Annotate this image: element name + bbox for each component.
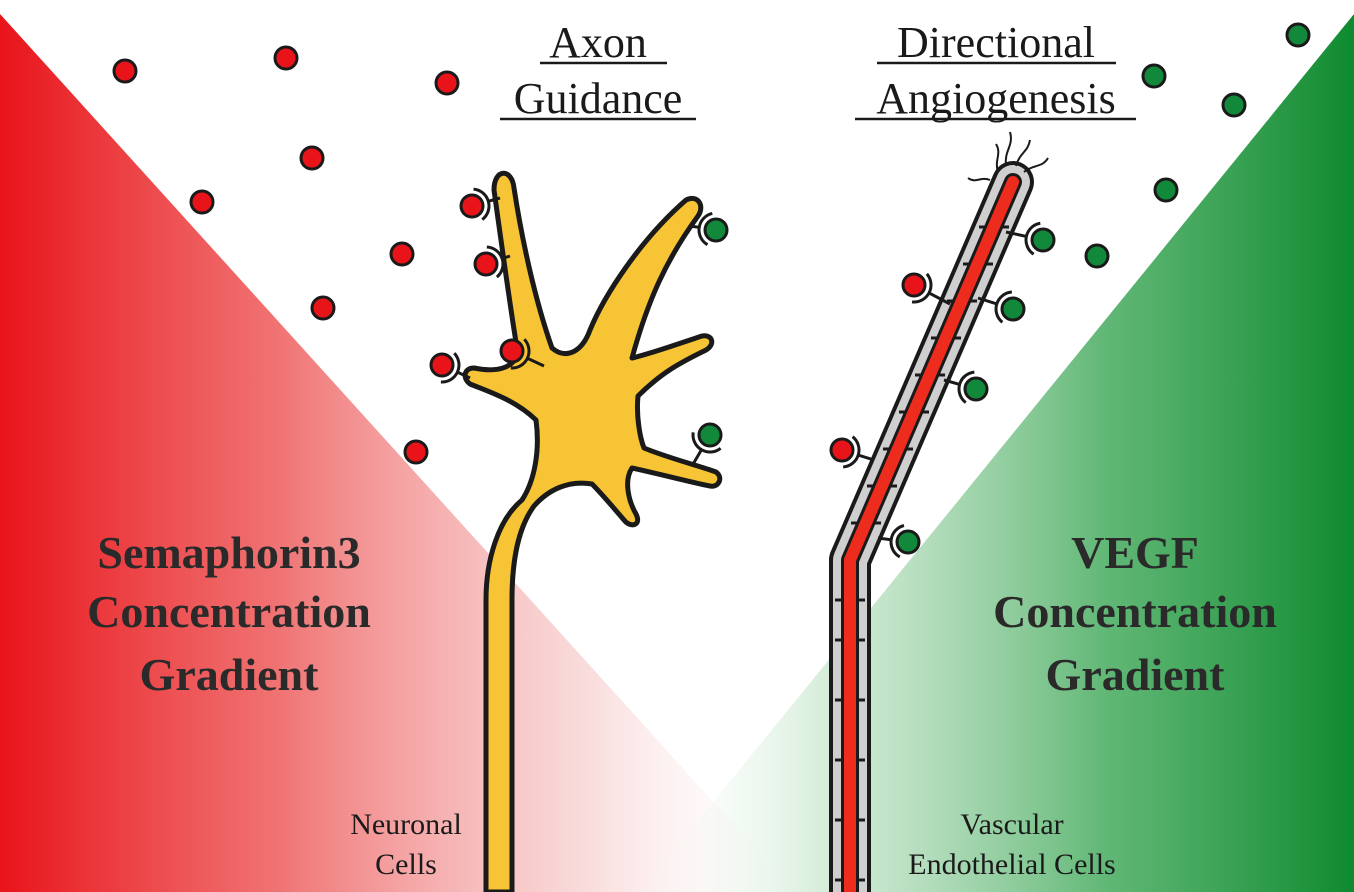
semaphorin-label-line1: Semaphorin3 [97,527,360,578]
semaphorin-molecule [275,47,297,69]
vegf-label-line2: Concentration [993,586,1277,637]
heading-axon-line1: Axon [549,18,647,67]
heading-angio-line2: Angiogenesis [876,74,1116,123]
semaphorin-molecule [436,72,458,94]
semaphorin-molecule [431,354,453,376]
vegf-receptor-complex [692,424,721,466]
vegf-label-line3: Gradient [1046,649,1226,700]
semaphorin-molecule [405,441,427,463]
neuronal-label-line1: Neuronal [350,808,462,841]
semaphorin-molecule [301,147,323,169]
heading-angio-line1: Directional [897,18,1095,67]
directional-angiogenesis-heading: Directional Angiogenesis [855,18,1136,123]
semaphorin-label-line2: Concentration [87,586,371,637]
semaphorin-molecule [501,340,523,362]
vegf-molecule [1155,179,1177,201]
semaphorin-receptor-complex [903,274,950,304]
neuronal-label-line2: Cells [375,848,437,881]
vegf-molecule [1002,298,1024,320]
vegf-molecule [965,378,987,400]
vegf-label-line1: VEGF [1071,527,1199,578]
vegf-molecule [897,531,919,553]
semaphorin-molecule [475,253,497,275]
semaphorin-label-line3: Gradient [140,649,320,700]
semaphorin-molecule [312,297,334,319]
vegf-molecule [1287,24,1309,46]
semaphorin-gradient-wedge [0,14,795,892]
semaphorin-molecule [903,274,925,296]
vegf-molecule [1143,65,1165,87]
semaphorin-molecule [391,243,413,265]
vegf-molecule [705,219,727,241]
semaphorin-molecule [114,60,136,82]
vegf-molecule [1032,229,1054,251]
vegf-molecule [699,424,721,446]
heading-axon-line2: Guidance [514,74,683,123]
vegf-molecule [1086,245,1108,267]
semaphorin-receptor-complex [831,437,874,467]
semaphorin-molecule [191,191,213,213]
vascular-label-line1: Vascular [960,808,1063,841]
vascular-label-line2: Endothelial Cells [908,848,1115,881]
vegf-molecule [1223,94,1245,116]
receptor-stalk [878,538,891,540]
semaphorin-molecule [831,439,853,461]
axon-guidance-heading: Axon Guidance [500,18,696,123]
semaphorin-molecule [461,195,483,217]
